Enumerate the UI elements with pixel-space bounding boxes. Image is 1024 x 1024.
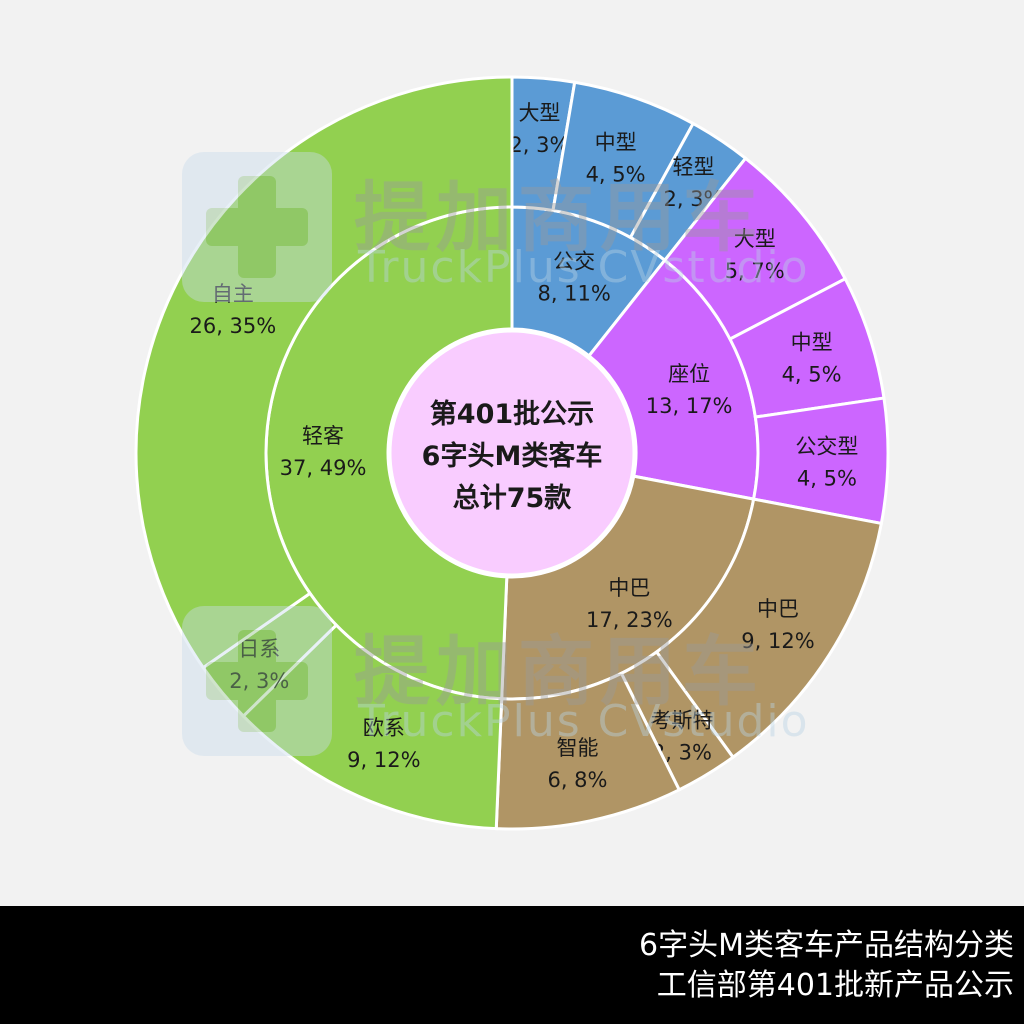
inner-segment-value-label-1: 13, 17% <box>646 394 733 418</box>
outer-segment-label-7: 考斯特 <box>650 709 713 733</box>
outer-segment-label-3: 大型 <box>734 227 776 251</box>
outer-segment-label-0: 大型 <box>518 101 560 125</box>
center-title-line-0: 第401批公示 <box>430 398 594 430</box>
outer-segment-value-label-5: 4, 5% <box>797 467 857 491</box>
caption-bar: 6字头M类客车产品结构分类 工信部第401批新产品公示 <box>0 906 1024 1024</box>
center-title-line-2: 总计75款 <box>453 483 573 514</box>
outer-segment-value-label-11: 26, 35% <box>189 314 276 338</box>
outer-segment-value-label-8: 6, 8% <box>547 768 607 792</box>
outer-segment-label-5: 公交型 <box>795 435 858 459</box>
outer-segment-value-label-4: 4, 5% <box>782 363 842 387</box>
outer-segment-value-label-10: 2, 3% <box>229 669 289 693</box>
center-title-line-1: 6字头M类客车 <box>422 440 603 472</box>
inner-segment-label-0: 公交 <box>553 250 595 274</box>
center-disc <box>388 329 636 577</box>
outer-segment-label-4: 中型 <box>791 331 833 355</box>
inner-segment-value-label-2: 17, 23% <box>586 608 673 632</box>
outer-segment-label-11: 自主 <box>212 282 254 306</box>
caption-line-2: 工信部第401批新产品公示 <box>656 968 1014 1003</box>
inner-segment-value-label-0: 8, 11% <box>537 282 610 306</box>
outer-segment-label-10: 日系 <box>238 637 280 661</box>
inner-segment-label-1: 座位 <box>668 362 710 386</box>
outer-segment-11 <box>134 75 514 670</box>
inner-segment-label-2: 中巴 <box>608 576 650 600</box>
outer-segment-label-6: 中巴 <box>757 597 799 621</box>
outer-segment-value-label-1: 4, 5% <box>586 163 646 187</box>
outer-segment-label-8: 智能 <box>556 736 598 760</box>
outer-segment-value-label-3: 5, 7% <box>725 259 785 283</box>
sunburst-chart: 公交 8, 11% 座位 13, 17% 中巴 17, 23% 轻客 37, 49% 大型 2, … <box>134 75 890 831</box>
outer-segment-value-label-0: 2, 3% <box>509 133 569 157</box>
chart-svg: 公交 8, 11% 座位 13, 17% 中巴 17, 23% 轻客 37, 49% 大型 2, … <box>134 75 890 831</box>
inner-segment-label-3: 轻客 <box>302 424 344 448</box>
caption-line-1: 6字头M类客车产品结构分类 <box>639 928 1014 963</box>
inner-segment-value-label-3: 37, 49% <box>280 456 367 480</box>
outer-segment-value-label-9: 9, 12% <box>347 748 420 772</box>
outer-segment-label-9: 欧系 <box>363 716 405 740</box>
outer-segment-label-2: 轻型 <box>673 155 715 179</box>
outer-segment-label-1: 中型 <box>595 131 637 155</box>
outer-segment-value-label-6: 9, 12% <box>741 629 814 653</box>
